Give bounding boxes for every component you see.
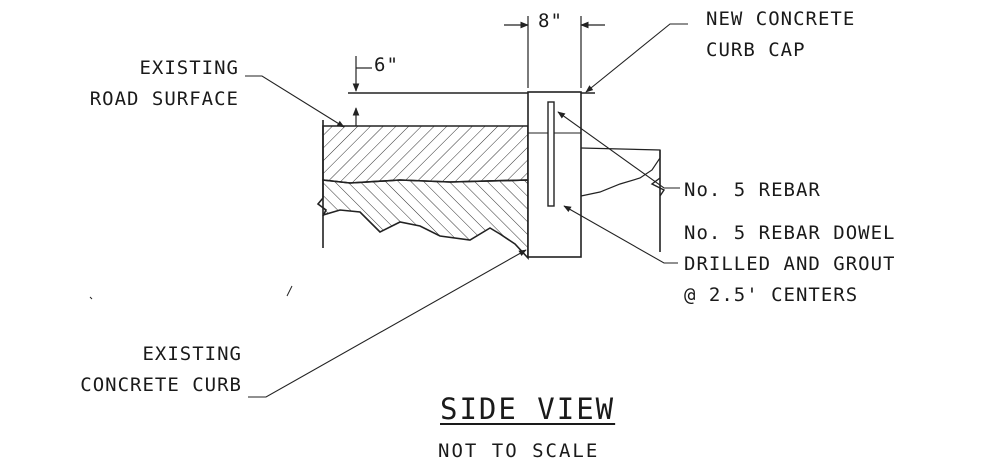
label-curb-2: CONCRETE CURB: [80, 374, 242, 396]
drawing-subtitle: NOT TO SCALE: [438, 440, 600, 462]
label-dowel-1: No. 5 REBAR DOWEL: [684, 222, 896, 244]
label-road-1: EXISTING: [139, 57, 239, 79]
label-dowel-3: @ 2.5' CENTERS: [684, 284, 859, 306]
leader-curb: [248, 249, 527, 398]
leader-rebar: [557, 111, 680, 189]
label-new-cap-1: NEW CONCRETE: [706, 8, 856, 30]
label-dimension-6in: 6": [374, 54, 399, 76]
leader-road-surface: [245, 75, 345, 128]
label-dimension-8in: 8": [538, 10, 563, 32]
label-rebar: No. 5 REBAR: [684, 179, 821, 201]
leader-dowel: [563, 205, 678, 264]
label-curb-1: EXISTING: [142, 343, 242, 365]
road-fragment-right: [580, 147, 661, 197]
rebar-dowel: [547, 101, 555, 207]
road-layer-upper: [322, 125, 529, 184]
leader-new-cap: [585, 23, 688, 93]
label-road-2: ROAD SURFACE: [89, 88, 239, 110]
break-line-left: [316, 120, 328, 248]
drawing-title: SIDE VIEW: [440, 392, 616, 426]
road-layer-lower: [322, 179, 529, 261]
label-dowel-2: DRILLED AND GROUT: [684, 253, 896, 275]
label-new-cap-2: CURB CAP: [706, 39, 806, 61]
